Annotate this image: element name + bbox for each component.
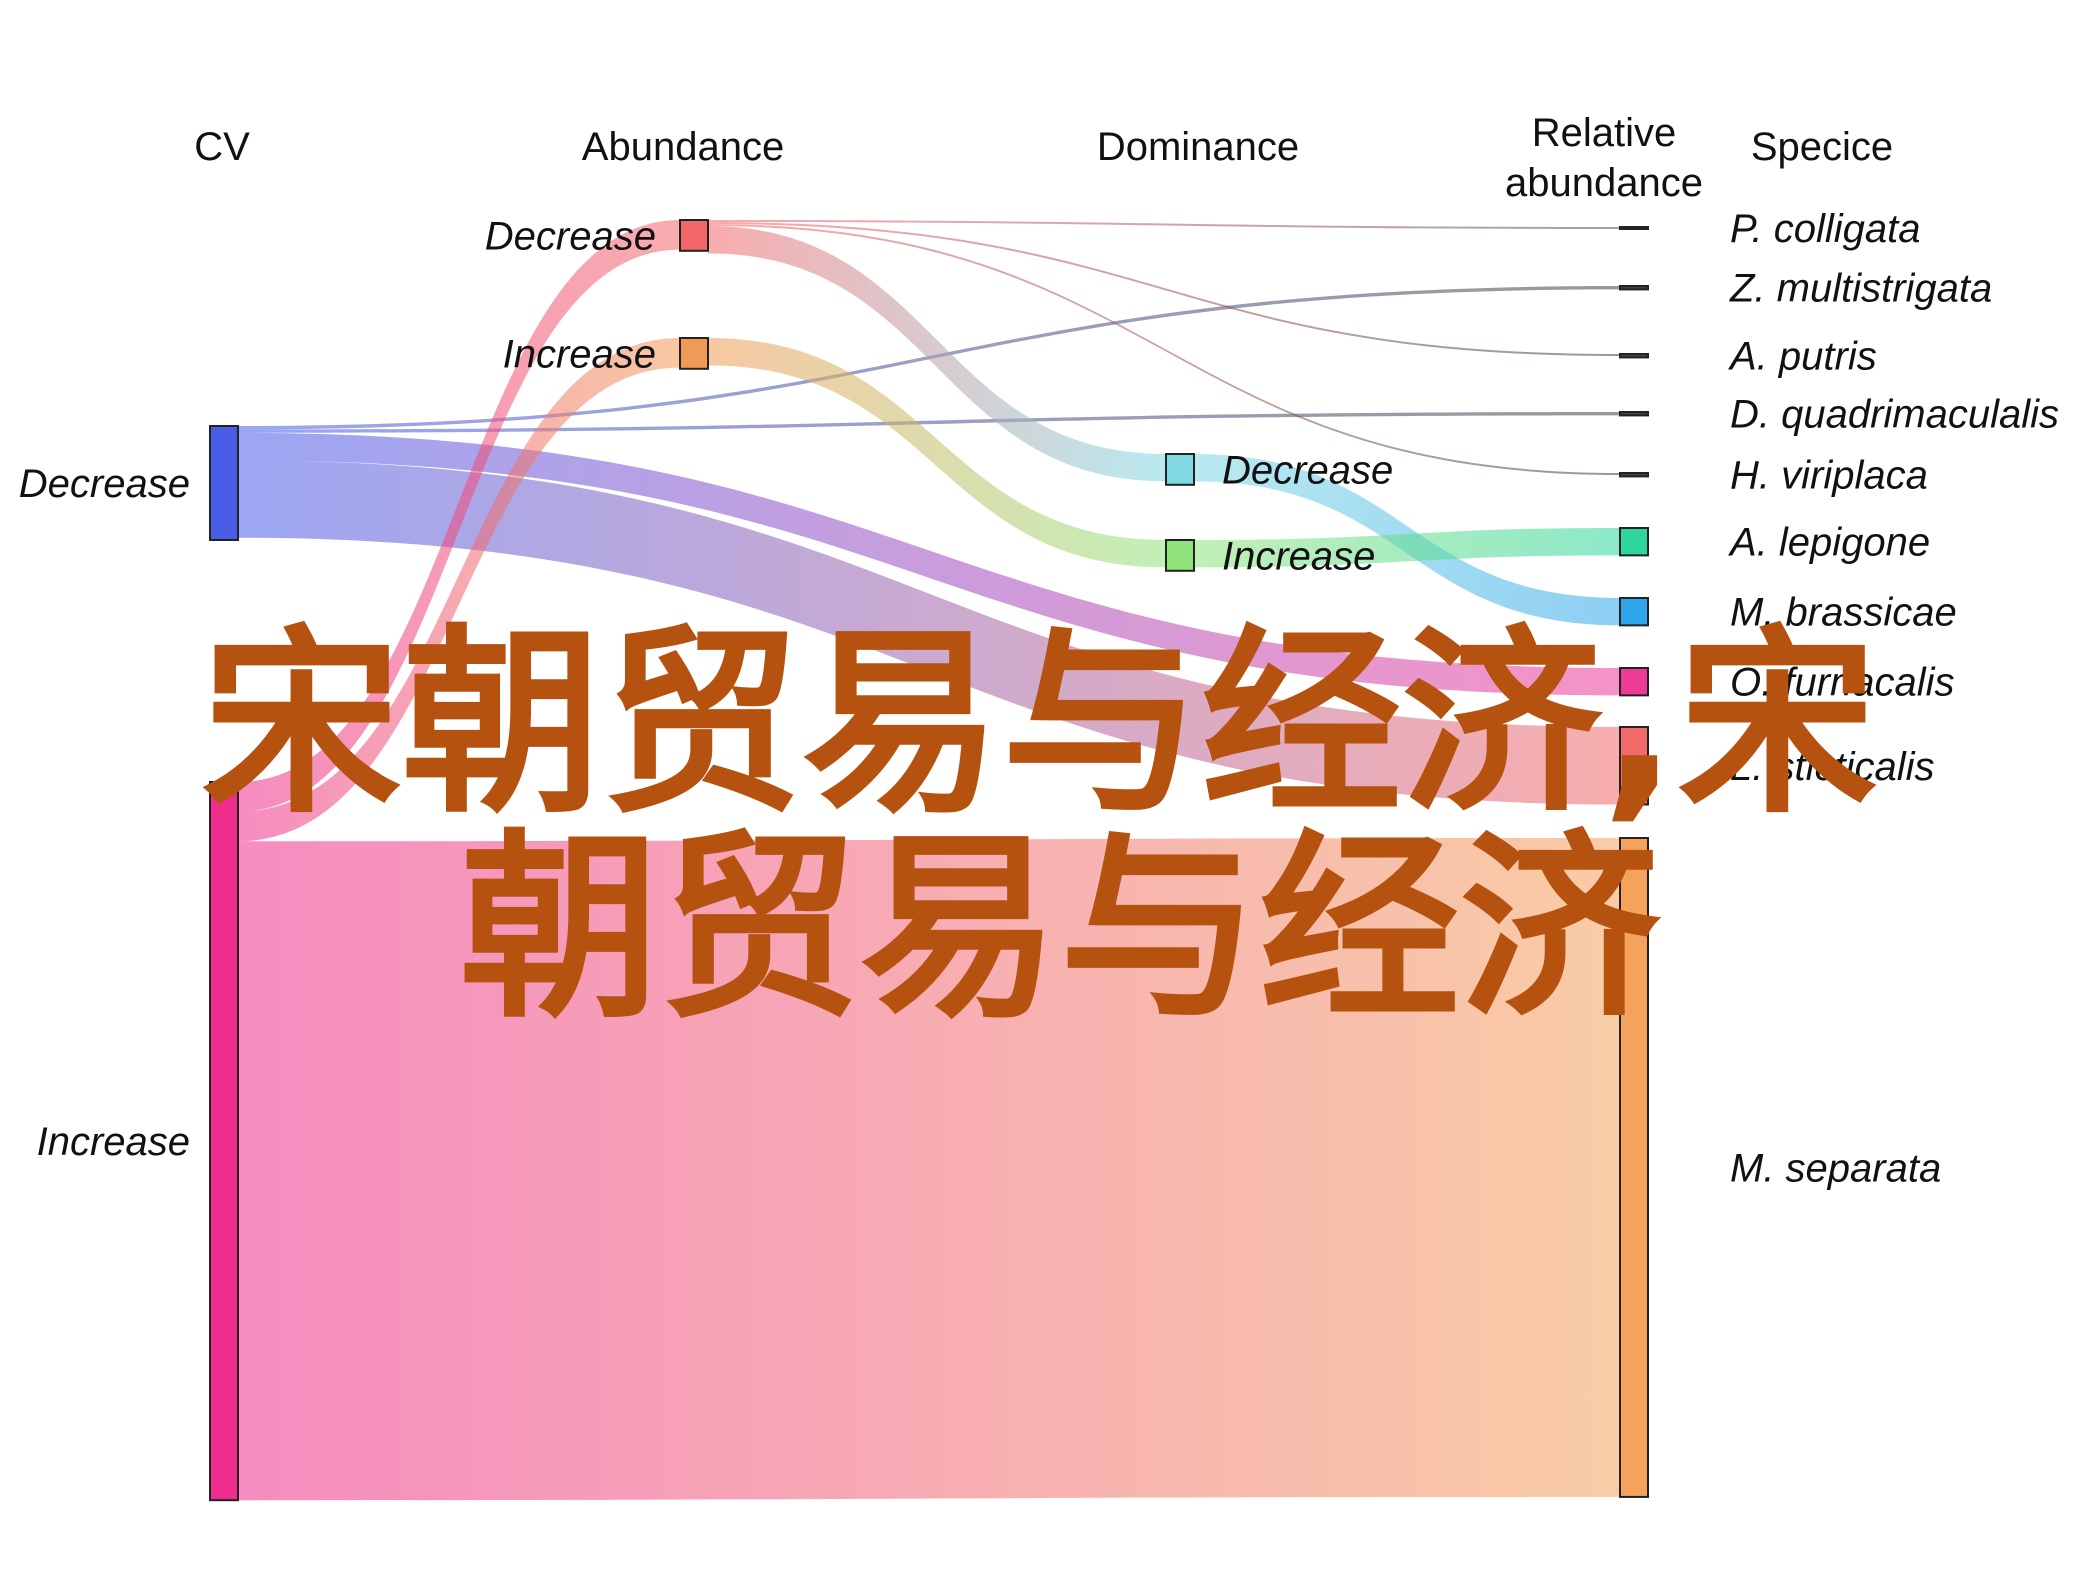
- node-label-cv_inc: Increase: [37, 1120, 190, 1164]
- node-cv_dec: [209, 425, 239, 541]
- node-sp_separata: [1619, 837, 1649, 1498]
- node-label-sp_brassicae: M. brassicae: [1730, 591, 1957, 635]
- node-label-sp_viriplaca: H. viriplaca: [1730, 454, 1928, 498]
- node-ab_inc: [679, 337, 709, 370]
- node-sp_multistrigata: [1619, 285, 1649, 291]
- nodes-layer: [209, 219, 1649, 1502]
- node-sp_putris: [1619, 353, 1649, 359]
- node-dom_dec: [1165, 453, 1195, 486]
- link-cv_inc-to-ab_inc: [238, 338, 680, 842]
- link-ab_dec-to-sp_colligata: [708, 220, 1620, 229]
- node-sp_viriplaca: [1619, 472, 1649, 478]
- column-title-2: Dominance: [1097, 125, 1299, 169]
- node-label-sp_sticticalis: L. sticticalis: [1730, 745, 1935, 789]
- node-label-sp_separata: M. separata: [1730, 1146, 1941, 1190]
- link-ab_inc-to-dom_inc: [708, 338, 1166, 568]
- link-ab_dec-to-dom_dec: [708, 226, 1166, 482]
- watermark-line-1: 宋朝贸易与经济,宋: [201, 608, 1878, 841]
- link-ab_dec-to-sp_putris: [708, 222, 1620, 356]
- links-layer: [238, 220, 1620, 1501]
- node-labels-layer: DecreaseIncreaseDecreaseIncreaseDecrease…: [19, 207, 2059, 1190]
- node-ab_dec: [679, 219, 709, 252]
- node-label-ab_inc: Increase: [503, 332, 656, 376]
- column-title-1: Abundance: [582, 125, 784, 169]
- node-label-sp_quadrimaculalis: D. quadrimaculalis: [1730, 393, 2059, 437]
- node-sp_quadrimaculalis: [1619, 411, 1649, 417]
- node-sp_brassicae: [1619, 597, 1649, 627]
- link-cv_dec-to-sp_furnacalis: [238, 432, 1620, 696]
- column-title-4: Specice: [1751, 125, 1893, 169]
- link-cv_dec-to-sp_sticticalis: [238, 460, 1620, 805]
- node-label-sp_putris: A. putris: [1728, 335, 1877, 379]
- link-cv_dec-to-sp_quadrimaculalis: [238, 412, 1620, 433]
- node-cv_inc: [209, 781, 239, 1502]
- column-title-0: CV: [194, 125, 250, 169]
- node-sp_furnacalis: [1619, 667, 1649, 697]
- node-sp_colligata: [1619, 226, 1649, 230]
- node-sp_sticticalis: [1619, 726, 1649, 806]
- link-ab_dec-to-sp_viriplaca: [708, 224, 1620, 475]
- node-label-sp_lepigone: A. lepigone: [1728, 521, 1930, 565]
- node-label-dom_inc: Increase: [1222, 534, 1375, 578]
- node-label-sp_furnacalis: O. furnacalis: [1730, 661, 1955, 705]
- node-label-sp_multistrigata: Z. multistrigata: [1729, 267, 1992, 311]
- node-label-dom_dec: Decrease: [1222, 448, 1393, 492]
- node-label-cv_dec: Decrease: [19, 462, 190, 506]
- node-label-sp_colligata: P. colligata: [1730, 207, 1921, 251]
- node-dom_inc: [1165, 539, 1195, 572]
- node-label-ab_dec: Decrease: [485, 214, 656, 258]
- watermark-line-2: 朝贸易与经济: [459, 813, 1660, 1046]
- link-cv_inc-to-sp_separata: [238, 838, 1620, 1501]
- node-sp_lepigone: [1619, 527, 1649, 557]
- link-dom_inc-to-sp_lepigone: [1194, 528, 1620, 568]
- link-cv_inc-to-ab_dec: [238, 220, 680, 812]
